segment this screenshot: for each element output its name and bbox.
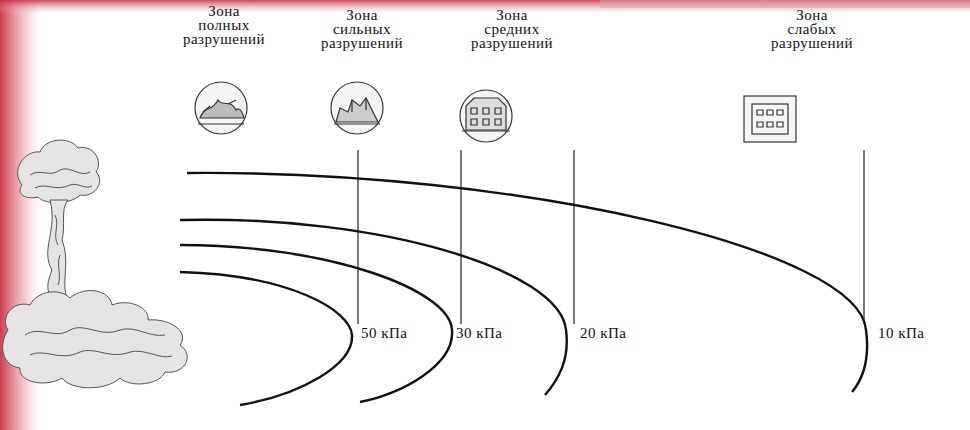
zone-icon	[460, 90, 512, 142]
zone-icon	[744, 96, 796, 142]
zone-heading: Зона полных разрушений	[183, 4, 265, 46]
zone-heading: Зона слабых разрушений	[771, 8, 853, 50]
zone-heading: Зона сильных разрушений	[321, 8, 403, 50]
pressure-label: 20 кПа	[578, 325, 629, 342]
pressure-label: 30 кПа	[454, 325, 505, 342]
zone-boundary-line	[358, 150, 864, 324]
zone-heading: Зона средних разрушений	[471, 8, 553, 50]
mushroom-cloud	[3, 140, 188, 388]
zone-icon	[195, 82, 247, 134]
zone-icon	[331, 82, 383, 134]
pressure-label: 50 кПа	[359, 325, 410, 342]
shock-wave-front	[180, 173, 867, 405]
pressure-label: 10 кПа	[876, 325, 927, 342]
edge-glow	[600, 0, 970, 8]
